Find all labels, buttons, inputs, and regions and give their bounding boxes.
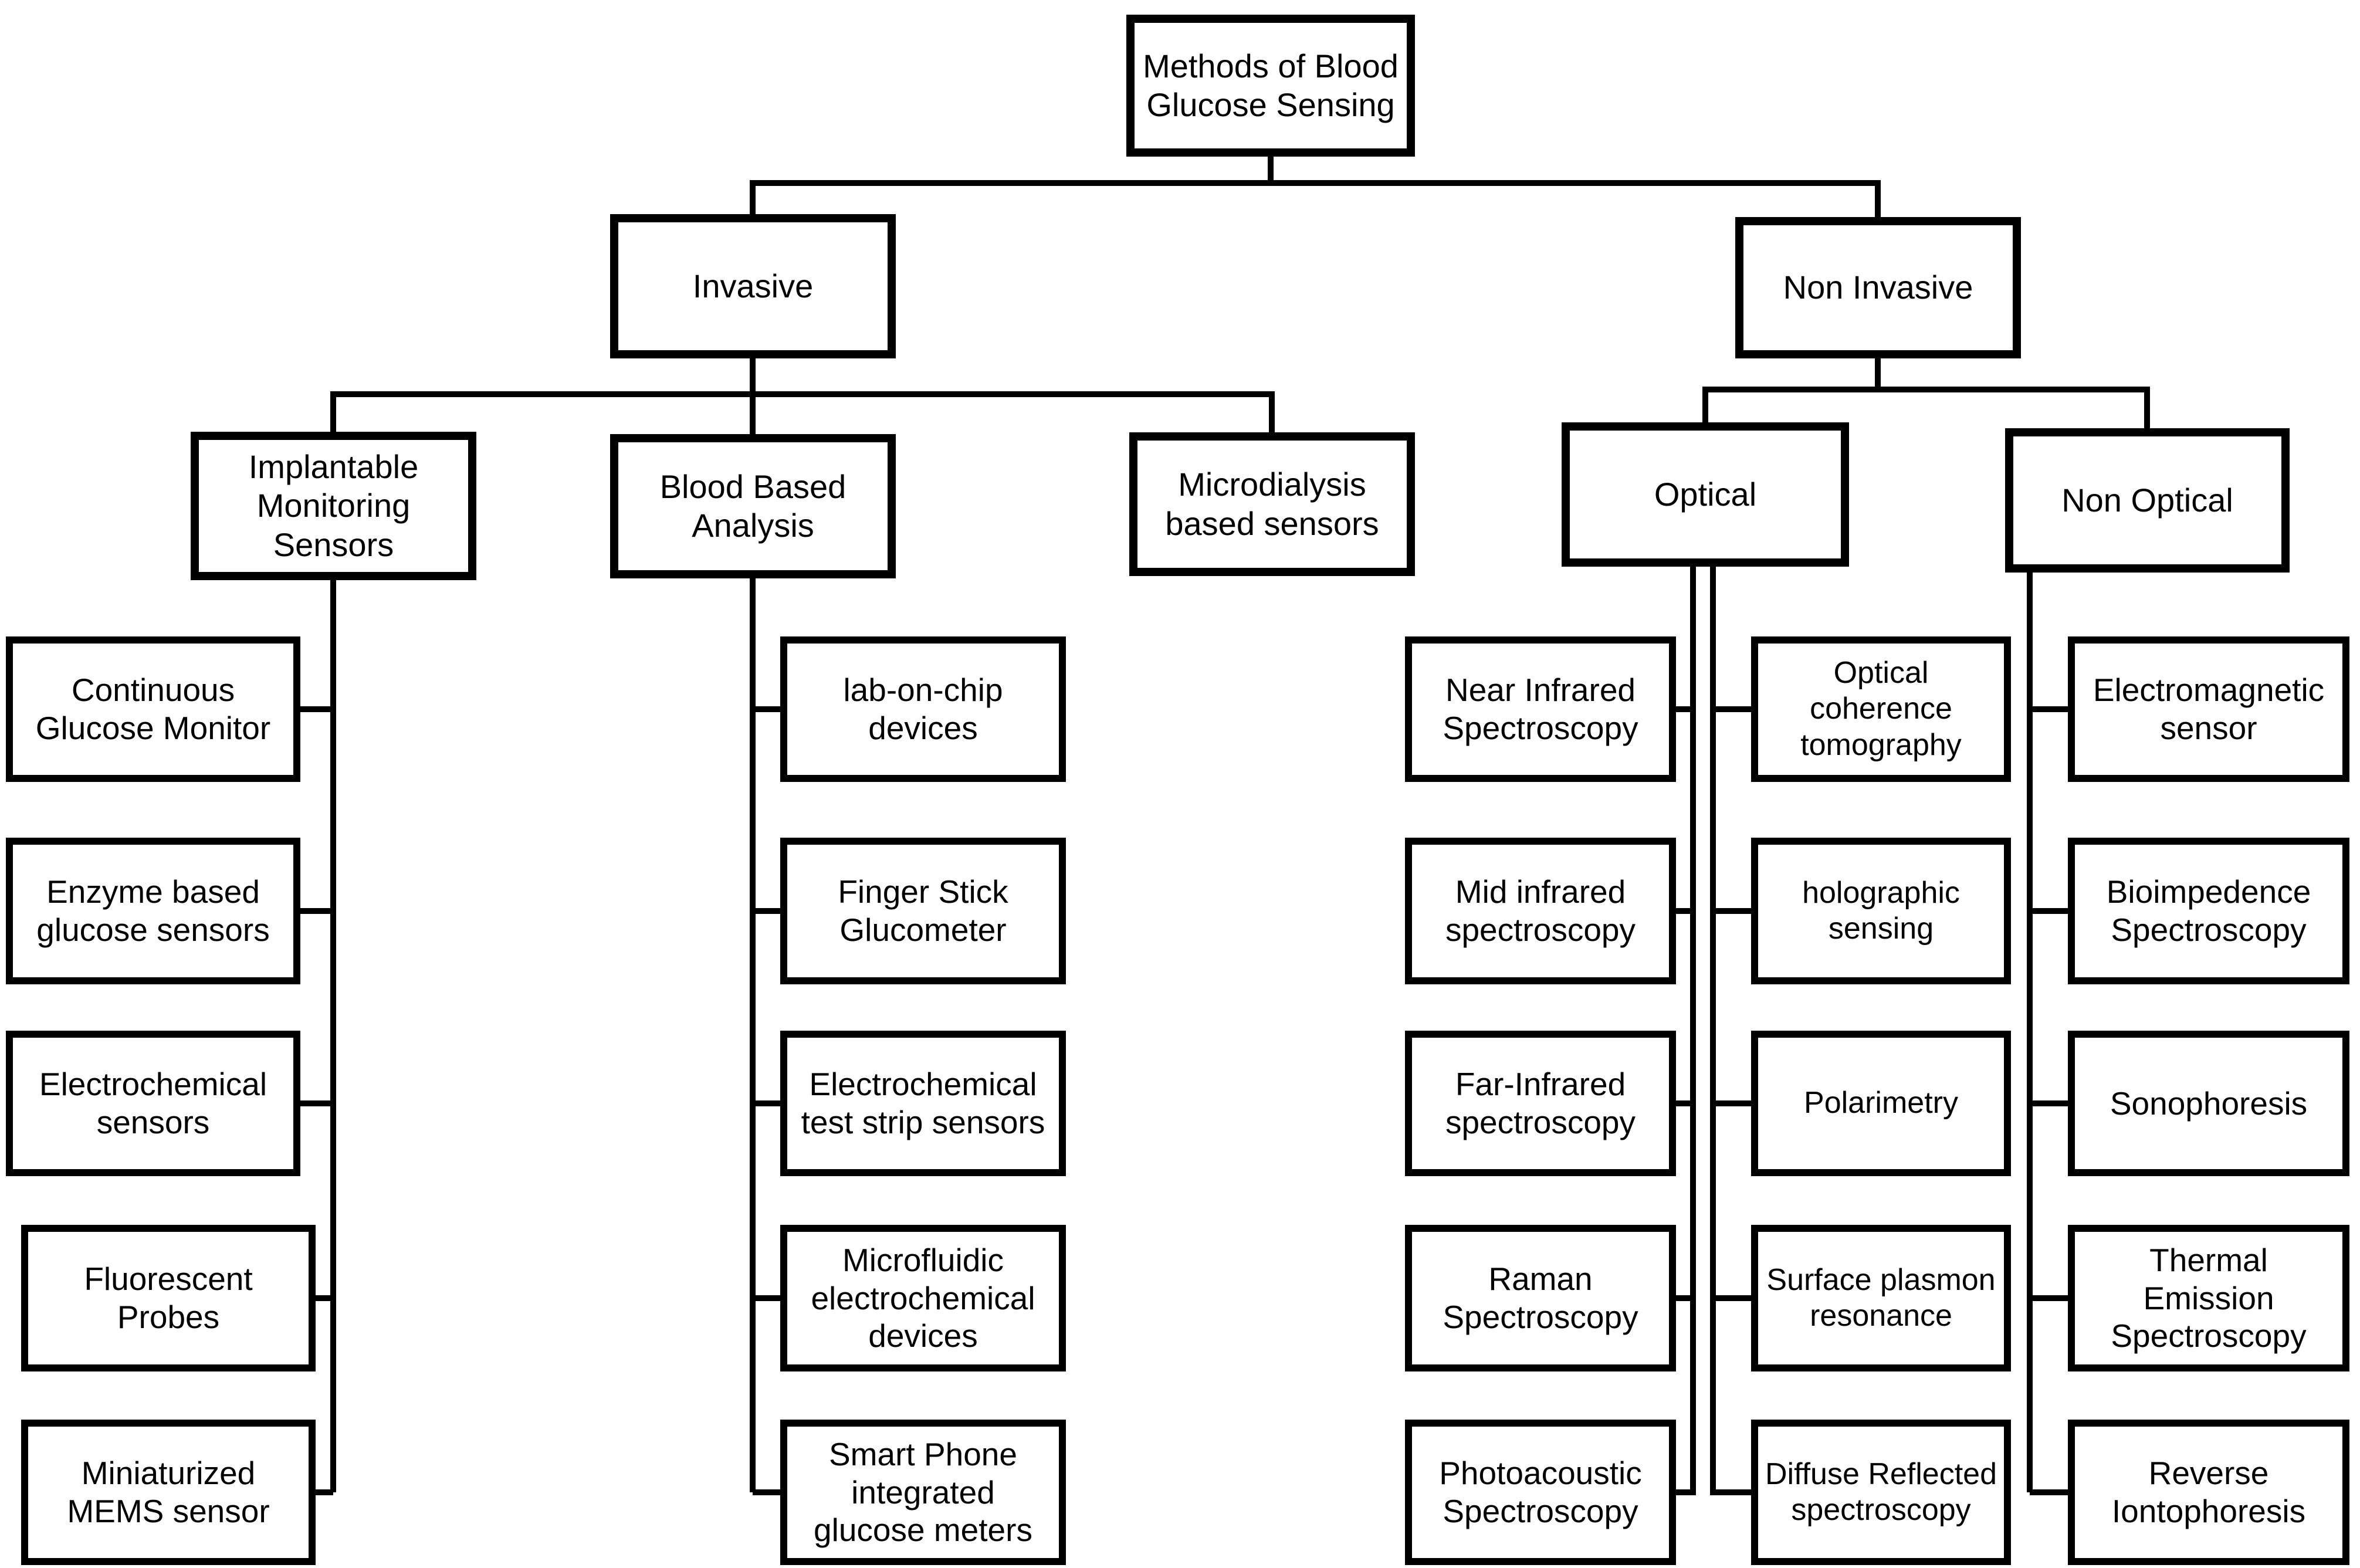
node-label: Surface plasmon resonance — [1766, 1262, 1996, 1333]
node-label: Raman Spectroscopy — [1443, 1261, 1638, 1335]
node-implantable-monitoring-sensors: Implantable Monitoring Sensors — [191, 432, 476, 580]
node-label: Mid infrared spectroscopy — [1445, 873, 1636, 948]
node-near-infrared-spectroscopy: Near Infrared Spectroscopy — [1405, 636, 1676, 782]
node-bioimpedence-spectroscopy: Bioimpedence Spectroscopy — [2068, 838, 2349, 984]
node-label: Methods of Blood Glucose Sensing — [1143, 47, 1399, 123]
node-invasive: Invasive — [610, 214, 896, 358]
node-non-optical: Non Optical — [2005, 428, 2290, 573]
node-label: Non Optical — [2061, 481, 2233, 519]
node-label: Diffuse Reflected spectroscopy — [1765, 1457, 1997, 1527]
node-smart-phone-integrated-glucose-meters: Smart Phone integrated glucose meters — [780, 1420, 1066, 1565]
node-label: Thermal Emission Spectroscopy — [2111, 1241, 2307, 1354]
node-label: Non Invasive — [1783, 269, 1973, 306]
node-non-invasive: Non Invasive — [1735, 217, 2021, 358]
node-surface-plasmon-resonance: Surface plasmon resonance — [1751, 1225, 2011, 1371]
node-fluorescent-probes: Fluorescent Probes — [21, 1225, 316, 1371]
node-electrochemical-test-strip-sensors: Electrochemical test strip sensors — [780, 1031, 1066, 1176]
node-mid-infrared-spectroscopy: Mid infrared spectroscopy — [1405, 838, 1676, 984]
node-optical-coherence-tomography: Optical coherence tomography — [1751, 636, 2011, 782]
node-continuous-glucose-monitor: Continuous Glucose Monitor — [6, 636, 300, 782]
node-microfluidic-electrochemical-devices: Microfluidic electrochemical devices — [780, 1225, 1066, 1371]
node-label: Photoacoustic Spectroscopy — [1439, 1455, 1642, 1529]
node-holographic-sensing: holographic sensing — [1751, 838, 2011, 984]
node-lab-on-chip-devices: lab-on-chip devices — [780, 636, 1066, 782]
node-thermal-emission-spectroscopy: Thermal Emission Spectroscopy — [2068, 1225, 2349, 1371]
node-label: Smart Phone integrated glucose meters — [814, 1435, 1032, 1549]
node-label: Microfluidic electrochemical devices — [811, 1241, 1035, 1354]
node-diffuse-reflected-spectroscopy: Diffuse Reflected spectroscopy — [1751, 1420, 2011, 1565]
node-optical: Optical — [1562, 422, 1849, 567]
node-electromagnetic-sensor: Electromagnetic sensor — [2068, 636, 2349, 782]
node-label: Fluorescent Probes — [84, 1261, 253, 1335]
node-label: Blood Based Analysis — [659, 468, 847, 544]
node-label: lab-on-chip devices — [843, 672, 1003, 746]
node-label: Miniaturized MEMS sensor — [67, 1455, 270, 1529]
node-label: Finger Stick Glucometer — [838, 873, 1008, 948]
node-label: Far-Infrared spectroscopy — [1445, 1066, 1636, 1140]
node-label: Near Infrared Spectroscopy — [1443, 672, 1638, 746]
node-finger-stick-glucometer: Finger Stick Glucometer — [780, 838, 1066, 984]
node-label: Electrochemical sensors — [39, 1066, 268, 1140]
node-blood-based-analysis: Blood Based Analysis — [610, 434, 896, 578]
node-raman-spectroscopy: Raman Spectroscopy — [1405, 1225, 1676, 1371]
node-label: Optical coherence tomography — [1800, 655, 1962, 762]
node-label: Enzyme based glucose sensors — [36, 873, 270, 948]
node-label: Implantable Monitoring Sensors — [248, 448, 419, 563]
node-far-infrared-spectroscopy: Far-Infrared spectroscopy — [1405, 1031, 1676, 1176]
node-label: Bioimpedence Spectroscopy — [2106, 873, 2311, 948]
node-label: Optical — [1654, 475, 1757, 513]
node-label: Electrochemical test strip sensors — [801, 1066, 1045, 1140]
node-microdialysis-based-sensors: Microdialysis based sensors — [1129, 432, 1415, 576]
node-reverse-iontophoresis: Reverse Iontophoresis — [2068, 1420, 2349, 1565]
node-sonophoresis: Sonophoresis — [2068, 1031, 2349, 1176]
node-miniaturized-mems-sensor: Miniaturized MEMS sensor — [21, 1420, 316, 1565]
node-methods-of-blood-glucose-sensing: Methods of Blood Glucose Sensing — [1126, 15, 1415, 157]
node-label: Reverse Iontophoresis — [2111, 1455, 2306, 1529]
node-label: Electromagnetic sensor — [2092, 672, 2325, 746]
node-label: Sonophoresis — [2110, 1085, 2308, 1122]
node-label: Microdialysis based sensors — [1165, 466, 1379, 542]
node-polarimetry: Polarimetry — [1751, 1031, 2011, 1176]
node-label: Polarimetry — [1804, 1086, 1958, 1120]
node-electrochemical-sensors: Electrochemical sensors — [6, 1031, 300, 1176]
node-enzyme-based-glucose-sensors: Enzyme based glucose sensors — [6, 838, 300, 984]
node-label: Continuous Glucose Monitor — [35, 672, 271, 746]
node-label: holographic sensing — [1802, 875, 1960, 946]
node-photoacoustic-spectroscopy: Photoacoustic Spectroscopy — [1405, 1420, 1676, 1565]
node-label: Invasive — [692, 267, 814, 304]
